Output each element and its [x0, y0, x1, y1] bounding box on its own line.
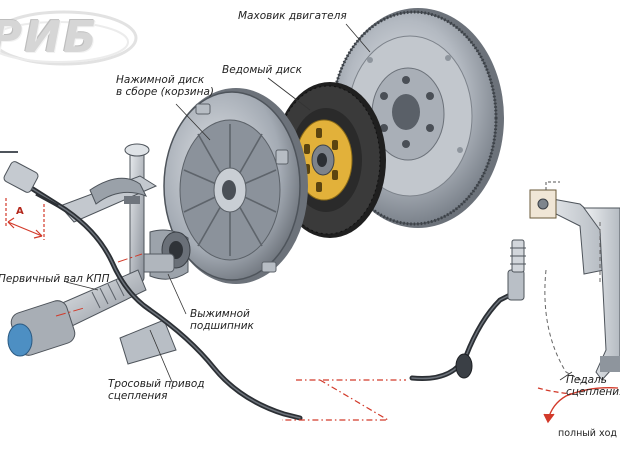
release-bearing — [139, 229, 191, 280]
label-full-travel: полный ход — [558, 428, 618, 439]
logo-swoosh-icon — [0, 10, 138, 66]
label-driven-disc: Ведомый диск — [222, 64, 302, 76]
label-release-bearing-line-2: подшипник — [190, 320, 254, 332]
label-flywheel: Маховик двигателя — [238, 10, 347, 22]
label-pressure-plate-line-1: Нажимной диск — [116, 74, 205, 86]
label-pedal-line-2: сцепления — [566, 386, 620, 398]
clutch-pedal — [529, 181, 620, 385]
label-cable-drive-line-1: Тросовый привод — [108, 378, 205, 390]
axis-lines — [55, 253, 143, 317]
label-release-bearing-line-1: Выжимной — [190, 308, 250, 320]
label-pressure-plate-line-2: в сборе (корзина) — [116, 86, 214, 98]
leader-lines — [65, 23, 573, 383]
cable-drive — [0, 151, 526, 421]
label-release-bearing: Выжимной подшипник — [190, 308, 254, 332]
label-pedal-line-1: Педаль — [566, 374, 607, 386]
label-dimension-a: A — [16, 206, 24, 217]
cable-break-line — [282, 379, 406, 421]
dimension-a — [5, 198, 45, 240]
label-pressure-plate: Нажимной диск в сборе (корзина) — [116, 74, 214, 98]
label-gearbox-shaft: Первичный вал КПП — [0, 273, 110, 285]
pressure-plate — [163, 88, 308, 284]
full-travel-arc — [537, 387, 619, 424]
release-fork — [59, 143, 177, 365]
label-pedal: Педаль сцепления — [566, 374, 620, 398]
label-cable-drive: Тросовый привод сцепления — [108, 378, 205, 402]
logo-text: РИБ — [0, 12, 99, 63]
label-cable-drive-line-2: сцепления — [108, 390, 168, 402]
watermark-logo: РИБ — [0, 2, 142, 72]
